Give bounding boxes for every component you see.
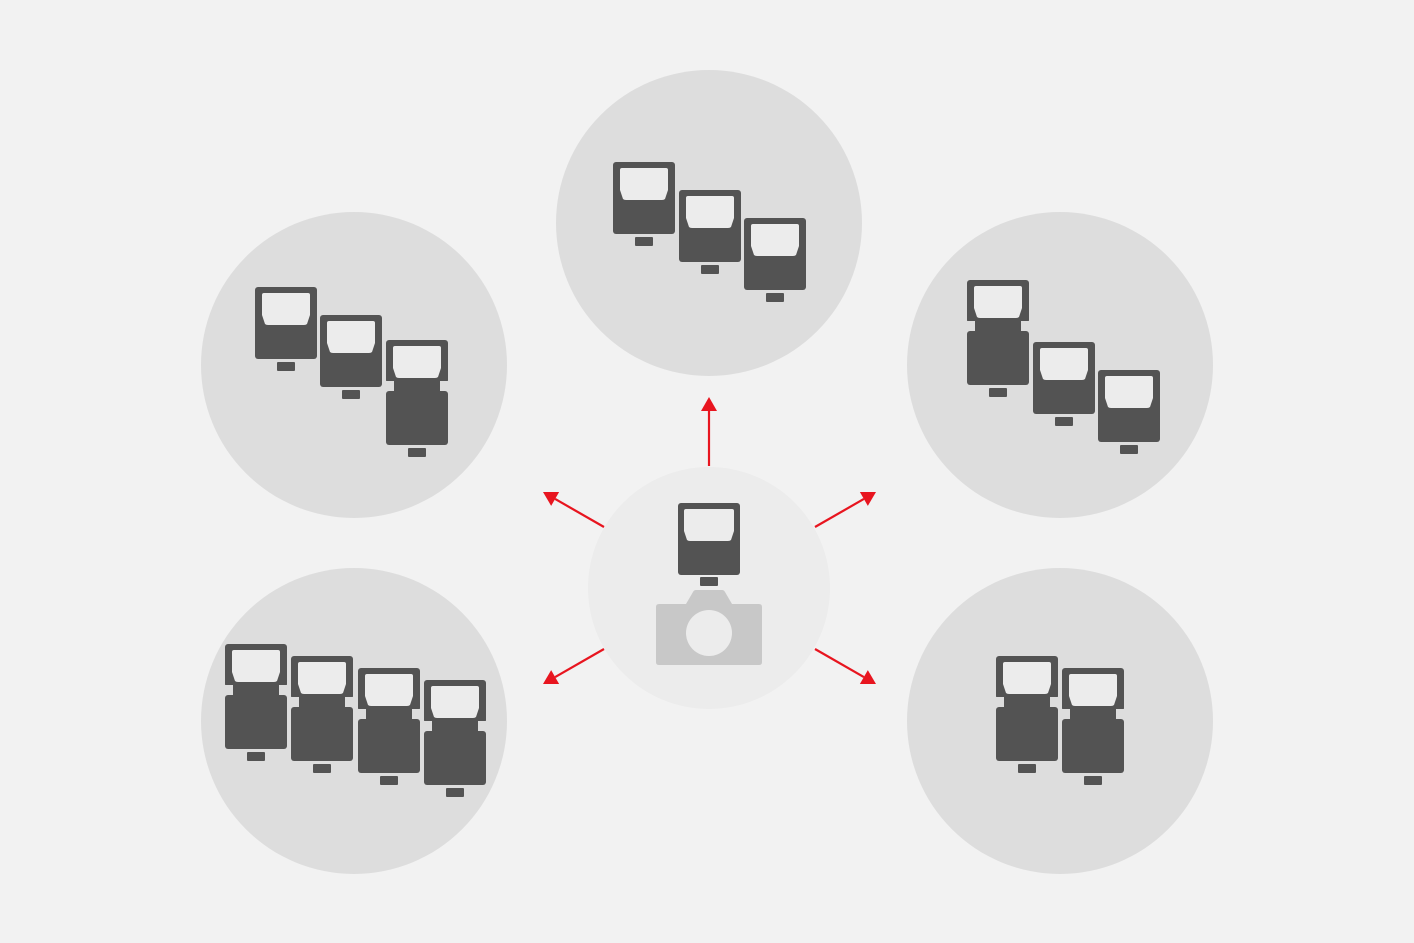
flash-unit-with-body-icon (423, 680, 487, 797)
center-camera-group (588, 467, 830, 709)
flash-unit-with-body-icon (290, 656, 354, 773)
flash-foot (1055, 417, 1073, 426)
flash-window (974, 286, 1022, 318)
flash-foot (1120, 445, 1138, 454)
flash-foot (701, 265, 719, 274)
top-group (556, 70, 862, 376)
flash-unit-with-body-icon (224, 644, 288, 761)
flash-window (620, 168, 668, 200)
flash-window (751, 224, 799, 256)
flash-unit-icon (613, 162, 675, 246)
flash-unit-with-body-icon (1061, 668, 1125, 785)
arrow-down-right-icon (814, 648, 876, 684)
flash-foot (1084, 776, 1102, 785)
flash-body (1062, 719, 1124, 773)
flash-window (262, 293, 310, 325)
flash-foot (1018, 764, 1036, 773)
flash-window (365, 674, 413, 706)
flash-window (232, 650, 280, 682)
flash-unit-icon (744, 218, 806, 302)
flash-window (298, 662, 346, 694)
flash-foot (446, 788, 464, 797)
arrow-up-left-icon (543, 492, 605, 528)
flash-body (225, 695, 287, 749)
arrow-down-left-icon (543, 648, 605, 684)
flash-foot (277, 362, 295, 371)
flash-window (431, 686, 479, 718)
flash-unit-icon (679, 190, 741, 274)
camera-icon (656, 590, 762, 665)
flash-foot (700, 577, 718, 586)
center-circle (588, 467, 830, 709)
flash-window (1040, 348, 1088, 380)
flash-unit-with-body-icon (995, 656, 1059, 773)
camera-lens (686, 610, 732, 656)
arrow-up-icon (701, 397, 717, 466)
flash-unit-with-body-icon (966, 280, 1030, 397)
flash-unit-with-body-icon (385, 340, 449, 457)
flash-body (996, 707, 1058, 761)
flash-window (1105, 376, 1153, 408)
flash-unit-icon (1098, 370, 1160, 454)
flash-window (1069, 674, 1117, 706)
upper-right-group (907, 212, 1213, 518)
flash-unit-icon (320, 315, 382, 399)
upper-left-group (201, 212, 507, 518)
flash-unit-icon (255, 287, 317, 371)
flash-body (358, 719, 420, 773)
flash-window (686, 196, 734, 228)
lower-left-group (201, 568, 507, 874)
flash-foot (342, 390, 360, 399)
lower-right-group (907, 568, 1213, 874)
flash-window (684, 509, 734, 541)
group-circle (907, 568, 1213, 874)
flash-foot (408, 448, 426, 457)
flash-unit-with-body-icon (357, 668, 421, 785)
flash-foot (766, 293, 784, 302)
flash-foot (380, 776, 398, 785)
flash-body (386, 391, 448, 445)
flash-body (424, 731, 486, 785)
flash-body (967, 331, 1029, 385)
flash-window (327, 321, 375, 353)
arrow-up-right-icon (814, 492, 876, 528)
flash-foot (313, 764, 331, 773)
flash-unit-icon (1033, 342, 1095, 426)
flash-foot (635, 237, 653, 246)
flash-foot (989, 388, 1007, 397)
camera-flash (678, 503, 740, 586)
flash-window (1003, 662, 1051, 694)
flash-window (393, 346, 441, 378)
flash-body (291, 707, 353, 761)
flash-foot (247, 752, 265, 761)
